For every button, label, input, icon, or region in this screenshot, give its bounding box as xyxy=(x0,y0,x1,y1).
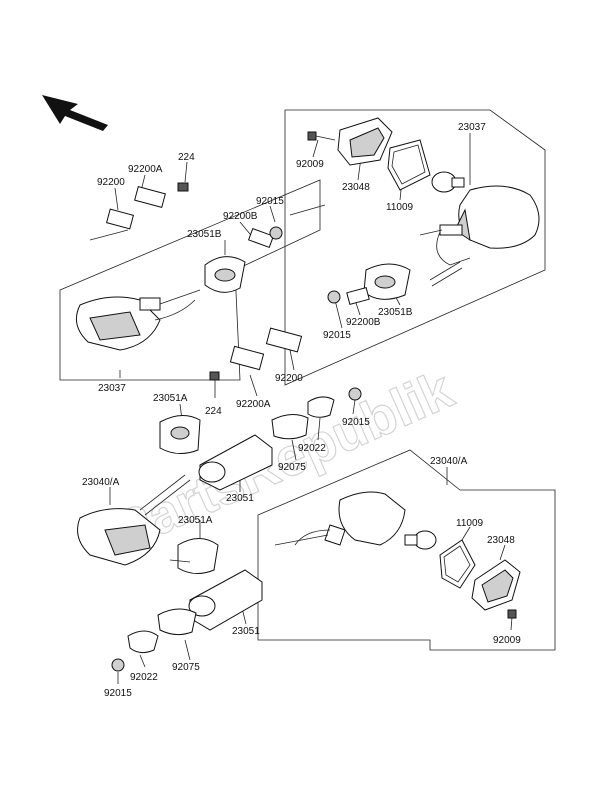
label-92022-mid: 92022 xyxy=(298,443,326,454)
label-92200B-right: 92200B xyxy=(346,317,381,328)
label-92015-top: 92015 xyxy=(256,196,284,207)
label-92022-low: 92022 xyxy=(130,672,158,683)
washer-92022-mid xyxy=(307,396,335,418)
lamp-housing-23040A-right xyxy=(274,491,406,546)
nut-92015-top xyxy=(269,226,283,240)
label-92015-mid: 92015 xyxy=(342,417,370,428)
grommet-92075-mid xyxy=(271,414,309,440)
label-92200-mid: 92200 xyxy=(275,373,303,384)
screw-224-top xyxy=(177,182,189,192)
label-224-top: 224 xyxy=(178,152,195,163)
label-11009-low: 11009 xyxy=(456,518,484,529)
plate-92200B-right xyxy=(346,287,370,305)
bracket-92200A-mid xyxy=(229,345,265,371)
plate-92200B-top xyxy=(247,227,275,249)
sleeve-23051-low xyxy=(188,569,263,631)
label-224-mid: 224 xyxy=(205,406,222,417)
label-92200A-mid: 92200A xyxy=(236,399,271,410)
bracket-92200A-top xyxy=(134,186,166,208)
part-labels: 23037 92009 23048 11009 92200A 224 92200… xyxy=(82,122,521,699)
nut-92015-right xyxy=(327,290,341,304)
label-23051A-low: 23051A xyxy=(178,515,213,526)
label-92075-low: 92075 xyxy=(172,662,200,673)
lens-gasket-11009-low xyxy=(439,539,476,589)
label-92009-top: 92009 xyxy=(296,159,324,170)
nut-92015-low xyxy=(111,658,125,672)
lamp-housing-23037-left xyxy=(75,289,201,351)
label-92200A-top: 92200A xyxy=(128,164,163,175)
lens-gasket-11009-top xyxy=(387,139,431,191)
label-23051B-left: 23051B xyxy=(187,229,222,240)
lens-23048-low xyxy=(471,559,521,611)
label-92015-right: 92015 xyxy=(323,330,351,341)
bulb-icon-top xyxy=(431,171,465,193)
plate-92200-mid xyxy=(265,327,303,353)
lens-23048-top xyxy=(337,117,393,166)
assembly-box-upper-right xyxy=(284,109,546,386)
label-92009-low: 92009 xyxy=(493,635,521,646)
sleeve-23051-mid xyxy=(198,434,273,491)
grommet-23051B-right xyxy=(363,263,411,300)
assembly-box-lower-right xyxy=(257,449,556,651)
label-23051A-mid: 23051A xyxy=(153,393,188,404)
grommet-23051A-mid xyxy=(159,415,201,454)
label-23048-top: 23048 xyxy=(342,182,370,193)
lamp-housing-23040A-left xyxy=(77,474,191,566)
label-92075-mid: 92075 xyxy=(278,462,306,473)
grommet-23051B-left xyxy=(204,256,246,293)
bulb-icon-low xyxy=(404,530,437,550)
grommet-23051A-low xyxy=(169,538,219,574)
label-23051-low: 23051 xyxy=(232,626,260,637)
label-23040A-right: 23040/A xyxy=(430,456,468,467)
washer-92022-low xyxy=(127,630,159,654)
label-92015-low: 92015 xyxy=(104,688,132,699)
screw-224-mid xyxy=(209,371,220,381)
label-23048-low: 23048 xyxy=(487,535,515,546)
lamp-housing-23037-right xyxy=(419,185,540,266)
plate-92200-top xyxy=(105,208,135,230)
assembly-box-upper-left xyxy=(59,179,321,381)
wire-connector-right xyxy=(429,261,463,287)
label-92200B-top: 92200B xyxy=(223,211,258,222)
nut-92015-mid xyxy=(348,387,362,401)
label-23051B-right: 23051B xyxy=(378,307,413,318)
screw-92009-top xyxy=(307,131,336,141)
label-92200-top: 92200 xyxy=(97,177,125,188)
screw-92009-low xyxy=(507,609,517,619)
label-23037-left: 23037 xyxy=(98,383,126,394)
label-23037-top: 23037 xyxy=(458,122,486,133)
label-23040A-left: 23040/A xyxy=(82,477,120,488)
label-23051-mid: 23051 xyxy=(226,493,254,504)
label-11009-top: 11009 xyxy=(386,202,414,213)
grommet-92075-low xyxy=(157,608,197,636)
direction-arrow-icon xyxy=(42,95,108,131)
